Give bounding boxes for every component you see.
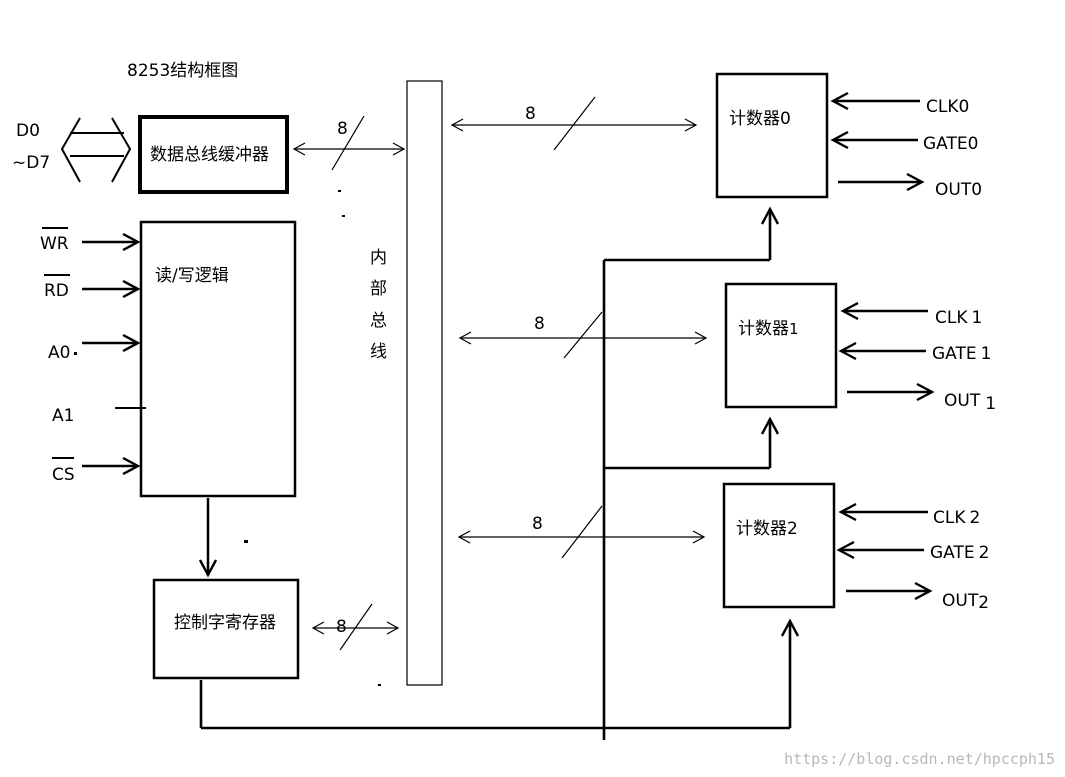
bus-link-counter-1: 8 [458, 311, 708, 359]
counter-0-clk-text: CLK [926, 97, 959, 117]
control-wiring [199, 258, 790, 740]
counter-0-out-label: OUT0 [935, 180, 982, 200]
counter-2-out-text: OUT [942, 591, 979, 611]
counter-0-out-text: OUT [935, 180, 972, 200]
rw-signal-cs-label: CS [52, 465, 75, 485]
control-bus-width-slash [339, 603, 373, 651]
rw-signal-a1: A1 [52, 406, 146, 426]
counter-0-box [715, 72, 829, 199]
counter-1-name: 计数器 [738, 319, 789, 339]
internal-bus-box [406, 80, 443, 686]
rw-signal-wr: WR [40, 227, 141, 254]
counter-2-label: 计数器2 [736, 519, 798, 539]
counter-0-gate-text: GATE [923, 134, 968, 154]
bus-link-counter-2: 8 [457, 505, 706, 559]
counter-0-clk-label: CLK0 [926, 97, 969, 117]
counter-0-clk-num: 0 [959, 97, 970, 117]
counter-2-index: 2 [787, 519, 798, 539]
counter-1-out-text: OUT [944, 391, 981, 411]
data-bus-buffer-box [138, 115, 289, 194]
control-register-label: 控制字寄存器 [174, 613, 276, 633]
bus-link-counter-0: 8 [450, 96, 698, 151]
external-data-bus-arrow [60, 117, 132, 183]
control-bus-width-label: 8 [336, 617, 347, 637]
watermark: https://blog.csdn.net/hpccph15 [784, 750, 1055, 768]
rw-signal-rd-label: RD [44, 281, 69, 301]
rw-signal-a0: A0 [48, 333, 141, 363]
counter-1-clk-text: CLK [935, 308, 968, 328]
counter-0-name: 计数器 [729, 109, 780, 129]
rw-logic-label: 读/写逻辑 [155, 266, 229, 286]
counter-2-gate-text: GATE [930, 543, 975, 563]
rw-signal-rd: RD [44, 274, 141, 301]
diagram-title: 8253结构框图 [127, 61, 238, 81]
internal-bus-char-4: 线 [370, 342, 387, 362]
counter-1-label: 计数器1 [738, 319, 799, 339]
counter-0-index: 0 [780, 109, 791, 129]
bus-link-counter-2-width: 8 [532, 514, 543, 534]
internal-bus-char-1: 内 [370, 248, 387, 268]
counter-0-out-num: 0 [971, 180, 982, 200]
bus-link-counter-0-width: 8 [525, 104, 536, 124]
data-bus-label-top: D0 [16, 121, 40, 141]
rw-signal-wr-label: WR [40, 234, 69, 254]
data-bus-label-bottom: ~D7 [12, 153, 50, 173]
rw-signal-a0-label: A0 [48, 343, 70, 363]
counter-1-gate-num: 1 [981, 344, 992, 364]
control-register-box [152, 578, 300, 680]
bus-link-counter-1-width: 8 [534, 314, 545, 334]
counter-1-gate-text: GATE [932, 344, 977, 364]
counter-1-clk-num: 1 [972, 308, 983, 328]
counter-2-out-label: OUT2 [942, 591, 989, 613]
counter-2-box [722, 482, 836, 609]
counter-2-out-num: 2 [978, 593, 989, 613]
counter-1-index: 1 [789, 320, 799, 338]
counter-1-box [724, 282, 838, 409]
counter-2-gate-num: 2 [979, 543, 990, 563]
internal-bus-char-3: 总 [370, 311, 387, 331]
counter-0-gate-label: GATE0 [923, 134, 978, 154]
counter-0-gate-num: 0 [968, 134, 979, 154]
buffer-bus-width-label: 8 [337, 119, 348, 139]
counter-0-label: 计数器0 [729, 109, 791, 129]
rw-logic-box [139, 220, 297, 498]
counter-2-clk-text: CLK [933, 508, 966, 528]
rw-signal-a1-label: A1 [52, 406, 74, 426]
data-bus-buffer-label: 数据总线缓冲器 [150, 145, 269, 165]
rw-signal-cs: CS [52, 456, 141, 485]
counter-1-out-num: 1 [985, 394, 996, 414]
stray-marks [74, 190, 381, 686]
buffer-bus-width-slash [331, 115, 365, 171]
counter-2-clk-num: 2 [970, 508, 981, 528]
internal-bus-char-2: 部 [370, 279, 387, 299]
counter-2-name: 计数器 [736, 519, 787, 539]
